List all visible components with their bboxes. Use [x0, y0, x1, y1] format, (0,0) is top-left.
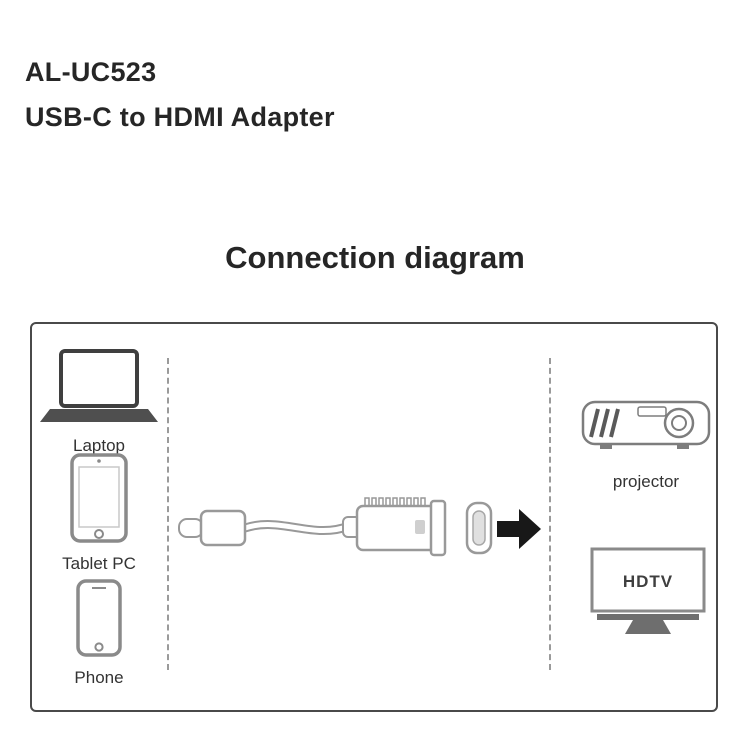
diagram-box: Laptop Tablet PC Phone	[30, 322, 718, 712]
hdtv-icon: HDTV	[590, 547, 706, 634]
projector-label: projector	[612, 472, 680, 491]
product-name: USB-C to HDMI Adapter	[25, 101, 335, 132]
adapter-illustration	[175, 470, 541, 580]
hdtv-screen-text: HDTV	[623, 572, 673, 591]
device-projector: projector	[580, 386, 712, 492]
product-header: AL-UC523 USB-C to HDMI Adapter	[25, 50, 335, 139]
usb-c-plug-body	[199, 509, 247, 547]
tablet-label: Tablet PC	[62, 554, 136, 573]
laptop-label: Laptop	[73, 436, 125, 455]
right-arrow-icon	[497, 509, 541, 549]
diagram-title: Connection diagram	[225, 240, 525, 275]
left-dashed-divider	[167, 358, 169, 670]
device-laptop: Laptop	[38, 348, 160, 456]
projector-icon	[581, 400, 711, 449]
hdmi-port-icon	[465, 501, 493, 555]
device-phone: Phone	[38, 578, 160, 688]
laptop-icon	[40, 349, 158, 422]
tablet-icon	[70, 453, 128, 543]
device-hdtv: HDTV	[588, 546, 708, 647]
phone-icon	[76, 579, 122, 657]
device-tablet: Tablet PC	[38, 452, 160, 574]
product-model: AL-UC523	[25, 57, 157, 87]
right-dashed-divider	[549, 358, 551, 670]
hdmi-female-end	[429, 499, 447, 557]
usb-c-plug-tip	[178, 518, 204, 538]
phone-label: Phone	[74, 668, 124, 687]
usb-c-hdmi-adapter-icon	[178, 497, 541, 557]
